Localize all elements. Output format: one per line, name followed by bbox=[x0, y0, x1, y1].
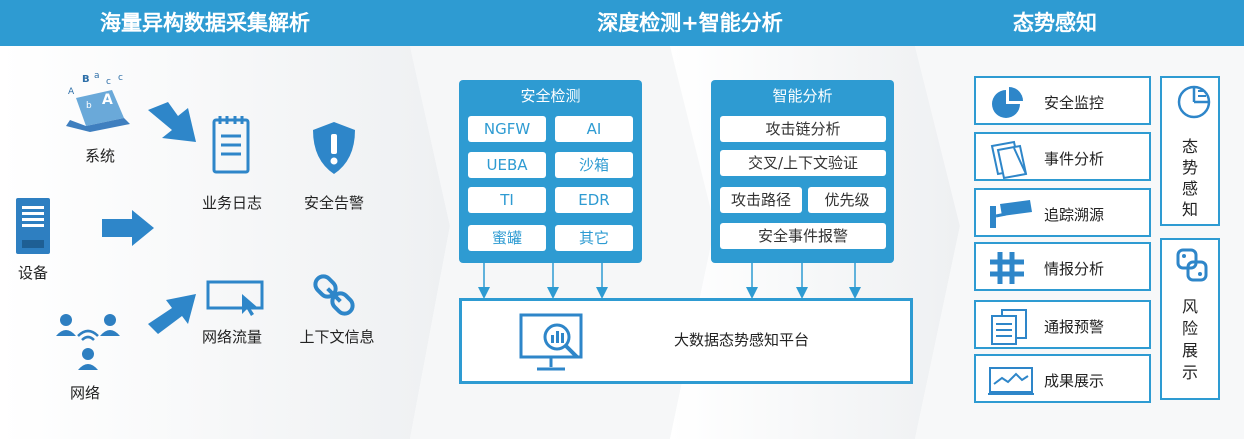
column-title-collection: 海量异构数据采集解析 bbox=[100, 11, 310, 35]
situation-item-label: 通报预警 bbox=[1044, 318, 1105, 336]
detection-item-ai: AI bbox=[555, 116, 633, 142]
detection-item-other: 其它 bbox=[555, 225, 633, 251]
situation-awareness-side-box: 态 势 感 知 bbox=[1160, 76, 1220, 226]
network-users-icon bbox=[56, 314, 120, 370]
documents-stack-icon bbox=[990, 140, 1028, 180]
intelligent-analysis-title: 智能分析 bbox=[772, 87, 833, 105]
platform-label: 大数据态势感知平台 bbox=[674, 331, 810, 349]
context-link-icon bbox=[313, 274, 355, 316]
svg-text:b: b bbox=[86, 101, 92, 111]
security-detection-title: 安全检测 bbox=[520, 87, 581, 105]
arrow-device-icon bbox=[102, 210, 154, 246]
side-char: 态 bbox=[1181, 137, 1198, 156]
column-title-detection: 深度检测+智能分析 bbox=[597, 11, 783, 35]
platform-monitor-icon bbox=[519, 313, 583, 371]
analysis-item-attack-path: 攻击路径 bbox=[720, 187, 802, 213]
side-char: 势 bbox=[1181, 158, 1198, 177]
situation-item-trace-source: 追踪溯源 bbox=[974, 188, 1151, 237]
situation-item-label: 安全监控 bbox=[1044, 94, 1105, 112]
side-char: 示 bbox=[1181, 363, 1198, 382]
situation-item-label: 事件分析 bbox=[1044, 150, 1105, 168]
pie-chart-icon bbox=[992, 87, 1023, 118]
analysis-item-priority: 优先级 bbox=[808, 187, 886, 213]
network-traffic-screen-icon bbox=[206, 280, 264, 316]
detection-item-edr: EDR bbox=[555, 187, 633, 213]
intelligent-analysis-panel: 智能分析 攻击链分析 交叉/上下文验证 攻击路径 优先级 安全事件报警 bbox=[711, 80, 894, 263]
analysis-item-attack-chain: 攻击链分析 bbox=[720, 116, 886, 142]
analysis-item-cross-validation: 交叉/上下文验证 bbox=[720, 150, 886, 176]
side-char: 展 bbox=[1181, 341, 1198, 360]
arrow-system-icon bbox=[148, 102, 196, 142]
detection-item-sandbox: 沙箱 bbox=[555, 152, 633, 178]
arrow-network-icon bbox=[148, 294, 196, 334]
side-char: 险 bbox=[1181, 319, 1198, 338]
side-char: 风 bbox=[1181, 297, 1198, 316]
source-system-label: 系统 bbox=[84, 147, 115, 165]
context-info-label: 上下文信息 bbox=[299, 328, 375, 346]
situation-item-label: 情报分析 bbox=[1044, 260, 1105, 278]
situation-item-results-display: 成果展示 bbox=[974, 354, 1151, 403]
situation-item-security-monitoring: 安全监控 bbox=[974, 76, 1151, 125]
side-char: 知 bbox=[1181, 200, 1198, 219]
situation-item-intel-analysis: 情报分析 bbox=[974, 242, 1151, 291]
svg-text:A: A bbox=[68, 87, 75, 97]
big-data-platform-box: 大数据态势感知平台 bbox=[459, 298, 913, 384]
svg-text:c: c bbox=[118, 73, 123, 83]
analysis-item-event-alarm: 安全事件报警 bbox=[720, 223, 886, 249]
risk-display-side-box: 风 险 展 示 bbox=[1160, 238, 1220, 400]
situation-item-label: 追踪溯源 bbox=[1044, 206, 1105, 224]
business-log-label: 业务日志 bbox=[201, 194, 262, 212]
network-traffic-label: 网络流量 bbox=[201, 328, 262, 346]
source-network-label: 网络 bbox=[69, 384, 100, 402]
security-alert-shield-icon bbox=[313, 122, 355, 174]
source-device-label: 设备 bbox=[17, 264, 48, 282]
server-device-icon bbox=[16, 198, 50, 254]
svg-text:A: A bbox=[102, 92, 113, 108]
side-char: 感 bbox=[1181, 179, 1198, 198]
situation-item-label: 成果展示 bbox=[1044, 372, 1105, 390]
puzzle-link-icon bbox=[1176, 248, 1208, 282]
security-camera-icon bbox=[990, 200, 1032, 228]
situation-item-event-analysis: 事件分析 bbox=[974, 132, 1151, 181]
system-laptop-icon: B a c c A A b bbox=[66, 71, 130, 132]
panel-to-platform-arrows bbox=[478, 263, 861, 299]
grid-hash-icon bbox=[990, 252, 1024, 284]
svg-text:a: a bbox=[94, 71, 100, 81]
svg-text:c: c bbox=[106, 77, 111, 87]
line-chart-screen-icon bbox=[988, 367, 1034, 395]
security-alert-label: 安全告警 bbox=[303, 194, 364, 212]
analytics-pie-icon bbox=[1177, 85, 1211, 119]
business-log-icon bbox=[212, 116, 250, 174]
detection-item-ngfw: NGFW bbox=[468, 116, 546, 142]
detection-item-ueba: UEBA bbox=[468, 152, 546, 178]
situation-item-notification-warning: 通报预警 bbox=[974, 300, 1151, 349]
report-documents-icon bbox=[991, 309, 1027, 345]
security-detection-panel: 安全检测 NGFW AI UEBA 沙箱 TI EDR 蜜罐 其它 bbox=[459, 80, 642, 263]
detection-item-honeypot: 蜜罐 bbox=[468, 225, 546, 251]
header-bar bbox=[0, 0, 1244, 46]
detection-item-ti: TI bbox=[468, 187, 546, 213]
svg-text:B: B bbox=[82, 74, 90, 85]
column-title-situation: 态势感知 bbox=[1013, 11, 1097, 35]
